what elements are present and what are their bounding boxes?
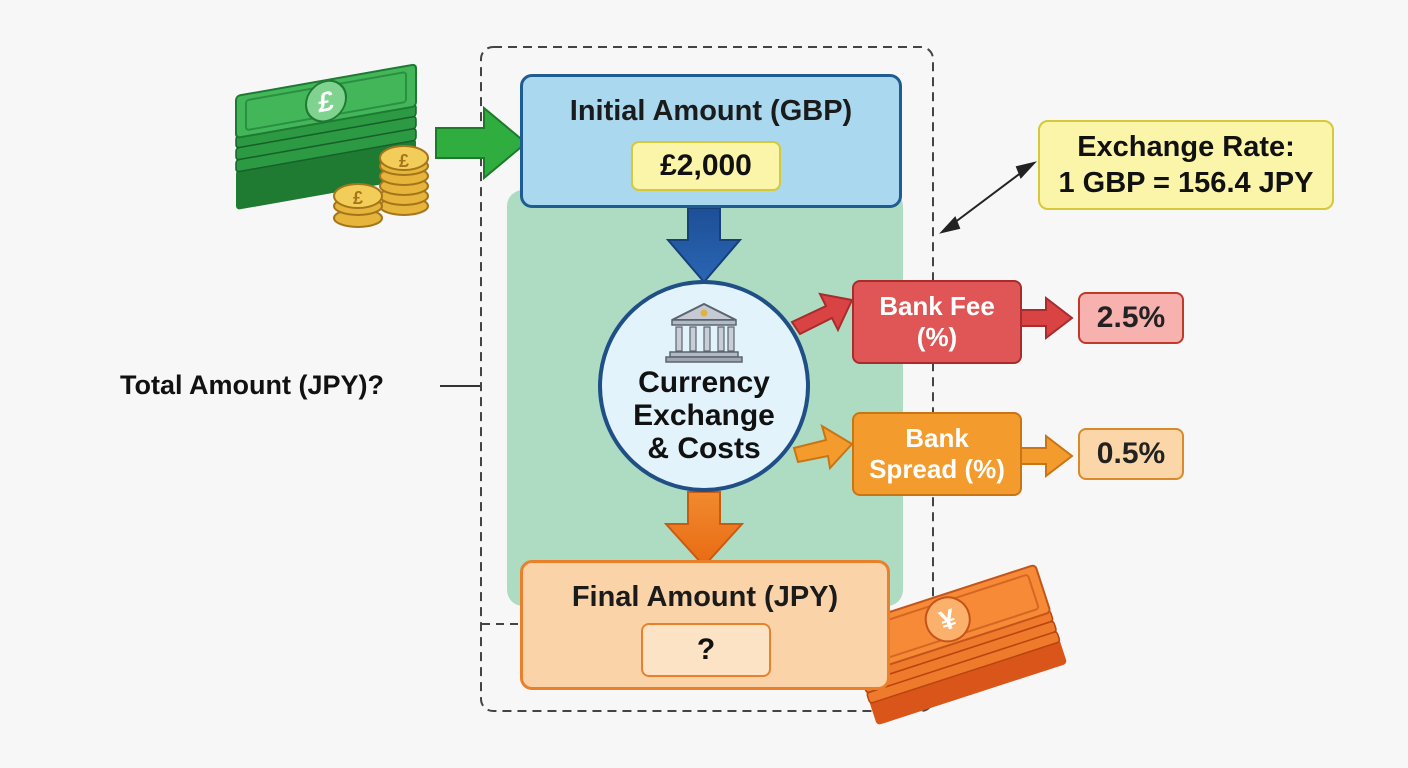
exchange-rate-connector bbox=[939, 161, 1037, 234]
center-line-3: & Costs bbox=[647, 431, 761, 465]
bank-fee-label: Bank Fee bbox=[879, 291, 995, 321]
final-amount-title: Final Amount (JPY) bbox=[571, 581, 839, 613]
bank-spread-unit: Spread (%) bbox=[869, 454, 1005, 484]
center-line-2: Exchange bbox=[633, 398, 775, 432]
svg-text:£: £ bbox=[318, 84, 334, 119]
initial-amount-value: £2,000 bbox=[631, 141, 781, 191]
bank-fee-unit: (%) bbox=[916, 322, 958, 352]
bank-spread-label: Bank bbox=[905, 423, 969, 453]
yen-money-stack-icon: ¥ bbox=[844, 564, 1067, 725]
svg-text:£: £ bbox=[353, 188, 363, 208]
blue-down-arrow bbox=[665, 207, 743, 284]
orange-down-arrow bbox=[663, 491, 745, 568]
currency-exchange-label: Currency Exchange & Costs bbox=[610, 364, 798, 466]
spread-value-arrow bbox=[1019, 433, 1074, 479]
bank-fee-value: 2.5% bbox=[1078, 292, 1184, 344]
dashed-frame bbox=[480, 46, 934, 712]
bank-spread-box: Bank Spread (%) bbox=[852, 412, 1022, 496]
gbp-money-stack-icon: £ bbox=[235, 63, 417, 210]
currency-exchange-circle bbox=[598, 280, 810, 492]
total-amount-label: Total Amount (JPY)? bbox=[120, 370, 384, 400]
bank-spread-value: 0.5% bbox=[1078, 428, 1184, 480]
spread-arrow bbox=[792, 423, 854, 471]
initial-amount-title: Initial Amount (GBP) bbox=[569, 95, 853, 127]
final-amount-box: Final Amount (JPY) ? bbox=[520, 560, 890, 690]
green-input-arrow bbox=[435, 105, 528, 181]
bank-fee-box: Bank Fee (%) bbox=[852, 280, 1022, 364]
initial-amount-box: Initial Amount (GBP) £2,000 bbox=[520, 74, 902, 208]
bank-building-icon bbox=[665, 302, 743, 363]
svg-text:£: £ bbox=[399, 151, 409, 171]
pound-coins-icon: £ £ bbox=[333, 145, 429, 228]
final-amount-value: ? bbox=[641, 623, 771, 677]
exchange-rate-box: Exchange Rate: 1 GBP = 156.4 JPY bbox=[1038, 120, 1334, 210]
center-line-1: Currency bbox=[638, 365, 770, 399]
exchange-rate-value: 1 GBP = 156.4 JPY bbox=[1058, 167, 1314, 199]
fee-value-arrow bbox=[1019, 295, 1074, 341]
exchange-rate-label: Exchange Rate: bbox=[1077, 131, 1295, 163]
fee-arrow bbox=[790, 292, 854, 336]
